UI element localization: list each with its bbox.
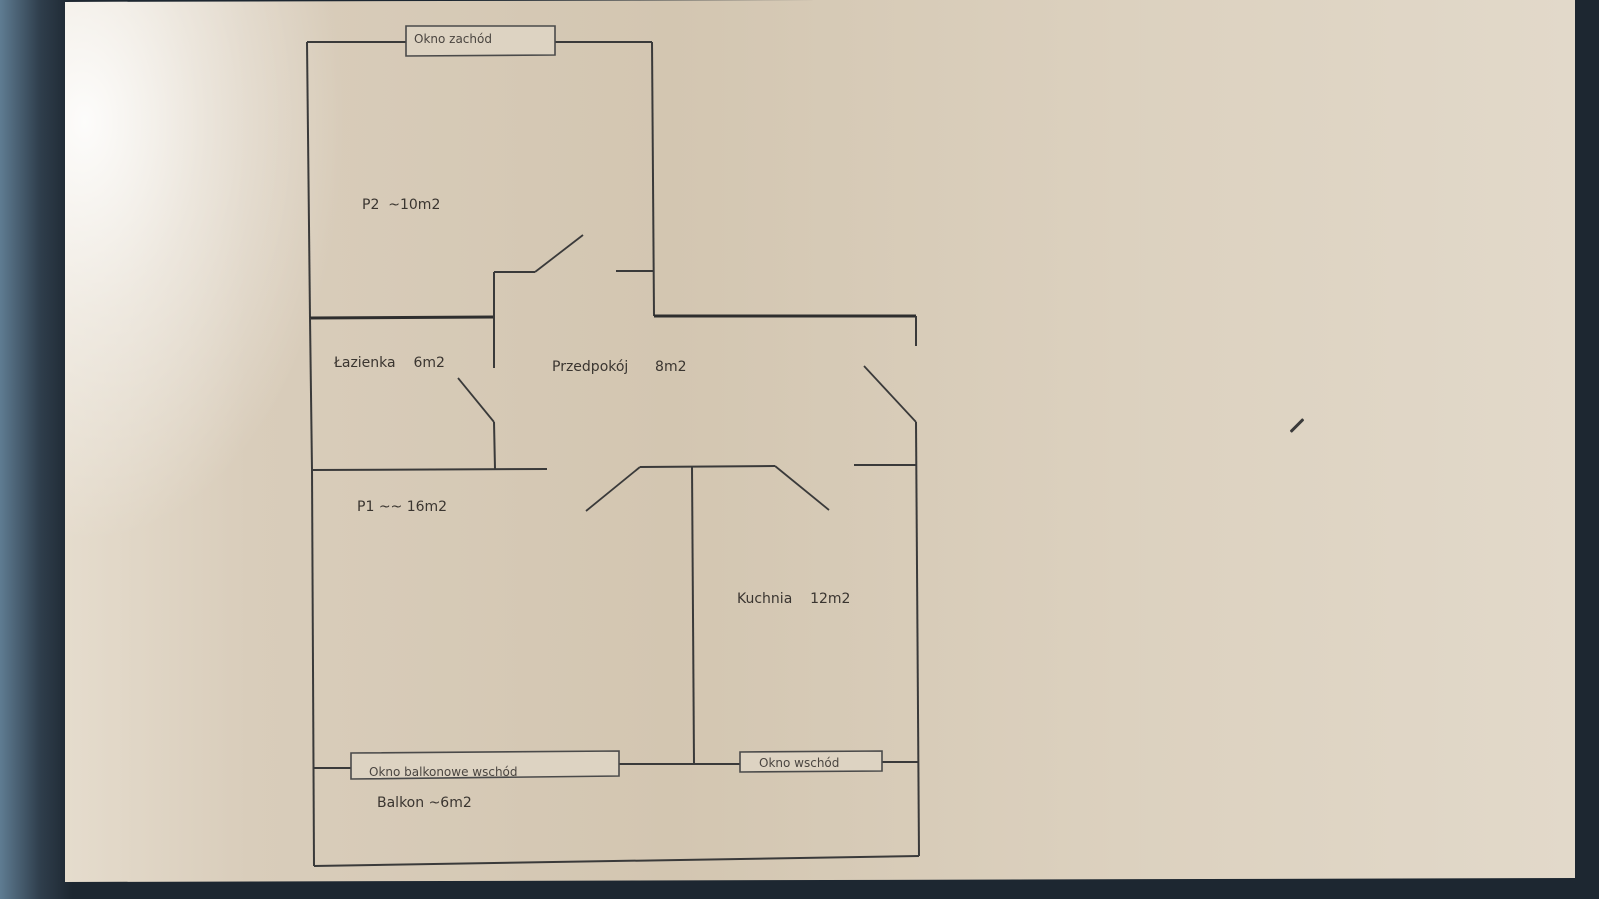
wall-hall-bottom: [639, 465, 776, 468]
wall-p1-left: [311, 469, 315, 867]
room-kitchen-label: Kuchnia 12m2: [737, 591, 851, 607]
room-bathroom-label: Łazienka 6m2: [334, 355, 445, 371]
door-kitchen: [774, 465, 830, 511]
window-east: [739, 750, 883, 773]
room-p2-label: P2 ~10m2: [362, 197, 441, 213]
wall-p1-kitchen-divider: [691, 466, 695, 765]
wall-bath-right: [493, 421, 496, 470]
window-west-label: Okno zachód: [414, 32, 492, 46]
room-p1-label: P1 ~~ 16m2: [357, 499, 448, 515]
wall-bath-p1-divider: [311, 468, 548, 471]
window-balcony-east: [350, 750, 620, 780]
room-hallway-label: Przedpokój 8m2: [552, 359, 687, 375]
wall-right: [915, 421, 920, 857]
window-east-label: Okno wschód: [759, 756, 840, 770]
door-entrance: [863, 365, 917, 423]
door-bathroom: [457, 377, 495, 423]
wall-balcony-bottom: [313, 855, 920, 867]
room-balcony-label: Balkon ~6m2: [377, 795, 472, 811]
window-balcony-east-label: Okno balkonowe wschód: [369, 765, 518, 779]
window-west: [405, 25, 556, 57]
door-p1: [585, 466, 641, 512]
wall-bath-left: [309, 317, 313, 471]
door-p2: [534, 234, 584, 273]
wall-p2-left: [306, 41, 311, 319]
wall-p2-bath-divider: [309, 315, 495, 320]
wall-p2-right: [651, 41, 655, 317]
